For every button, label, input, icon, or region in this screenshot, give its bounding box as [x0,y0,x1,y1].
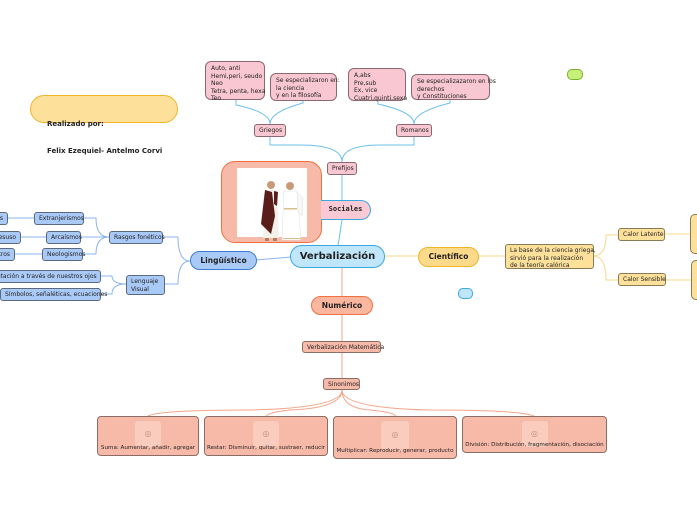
empty-topic-blue[interactable] [458,288,473,299]
calor-latente-node[interactable]: Calor Latente [618,228,665,241]
sinonimos-node[interactable]: Sinonimos [323,378,360,390]
camera-icon: ◎ [135,421,161,447]
neologismos-leaf[interactable]: ...tros [0,248,15,261]
operation-label: Restar: Disminuir, quitar, sustraer, red… [206,444,326,451]
camera-icon: ◎ [253,421,279,447]
cientifico-node[interactable]: Científico [418,247,479,267]
visual-item-ojos[interactable]: ...pretación a través de nuestros ojos [0,270,101,283]
calor-latente-detail[interactable] [690,214,697,254]
verbalizacion-matematica-node[interactable]: Verbalización Matemática [302,341,384,353]
credit-line-1: Realizado por: [47,120,104,128]
lenguaje-visual-node[interactable]: Lenguaje Visual [126,275,165,295]
central-topic[interactable]: Verbalización [290,245,385,268]
camera-icon: ◎ [521,421,548,447]
calor-sensible-node[interactable]: Calor Sensible [618,273,666,286]
visual-item-simbolos[interactable]: Símbolos, señaléticas, ecuaciones [0,288,107,301]
prefijos-node[interactable]: Prefijos [327,162,357,175]
extranjerismos-node[interactable]: Extranjerismos [34,212,84,225]
teoria-calorica-node[interactable]: La base de la ciencia griega, sirvió par… [505,244,596,269]
griegos-note[interactable]: Se especializaron en: la ciencia y en la… [270,73,340,101]
toga-couple-image [237,168,307,241]
credit-box: Realizado por: Felix Ezequiel- Antelmo C… [30,95,178,155]
sociales-connectors [235,100,451,247]
griegos-node[interactable]: Griegos [254,124,286,137]
toga-couple-illustration [260,180,303,241]
linguistico-node[interactable]: Lingüístico [190,251,257,270]
sociales-node[interactable]: Sociales [321,200,371,220]
griegos-examples[interactable]: Auto, anti Hemi,peri, seudo Neo Tetra, p… [205,61,265,102]
extranjerismos-leaf[interactable]: ...as [0,212,8,225]
empty-topic-green[interactable] [567,69,583,80]
neologismos-node[interactable]: Neologismos [42,248,85,261]
sociales-image-frame[interactable] [221,161,322,243]
romanos-note[interactable]: Se especializazaron en los derechos y Co… [411,74,496,100]
romanos-examples[interactable]: A,abs Pre,sub Ex, vice Cuatri,quinti,sex… [348,68,407,102]
romanos-node[interactable]: Romanos [396,124,432,137]
rasgos-foneticos-node[interactable]: Rasgos fonéticos [109,231,165,244]
operation-card-division[interactable]: ◎ División: Distribución, fragmentación,… [462,416,607,453]
arcaismos-node[interactable]: Arcaísmos [46,231,82,244]
operation-label: División: Distribución, fragmentación, d… [465,441,604,448]
operation-card-restar[interactable]: ◎ Restar: Disminuir, quitar, sustraer, r… [204,416,328,456]
arcaismos-leaf[interactable]: ...desuso [0,231,21,244]
numerico-node[interactable]: Numérico [311,296,373,315]
credit-line-2: Felix Ezequiel- Antelmo Corvi [47,147,163,155]
operation-label: Suma: Aumentar, añadir, agregar [100,444,196,451]
camera-icon: ◎ [381,421,409,449]
operation-card-suma[interactable]: ◎ Suma: Aumentar, añadir, agregar [97,416,199,456]
calor-sensible-detail[interactable] [691,260,697,300]
operation-card-multiplicar[interactable]: ◎ Multiplicar: Reproducir, generar, prod… [333,416,457,459]
operation-label: Multiplicar: Reproducir, generar, produc… [336,447,454,454]
